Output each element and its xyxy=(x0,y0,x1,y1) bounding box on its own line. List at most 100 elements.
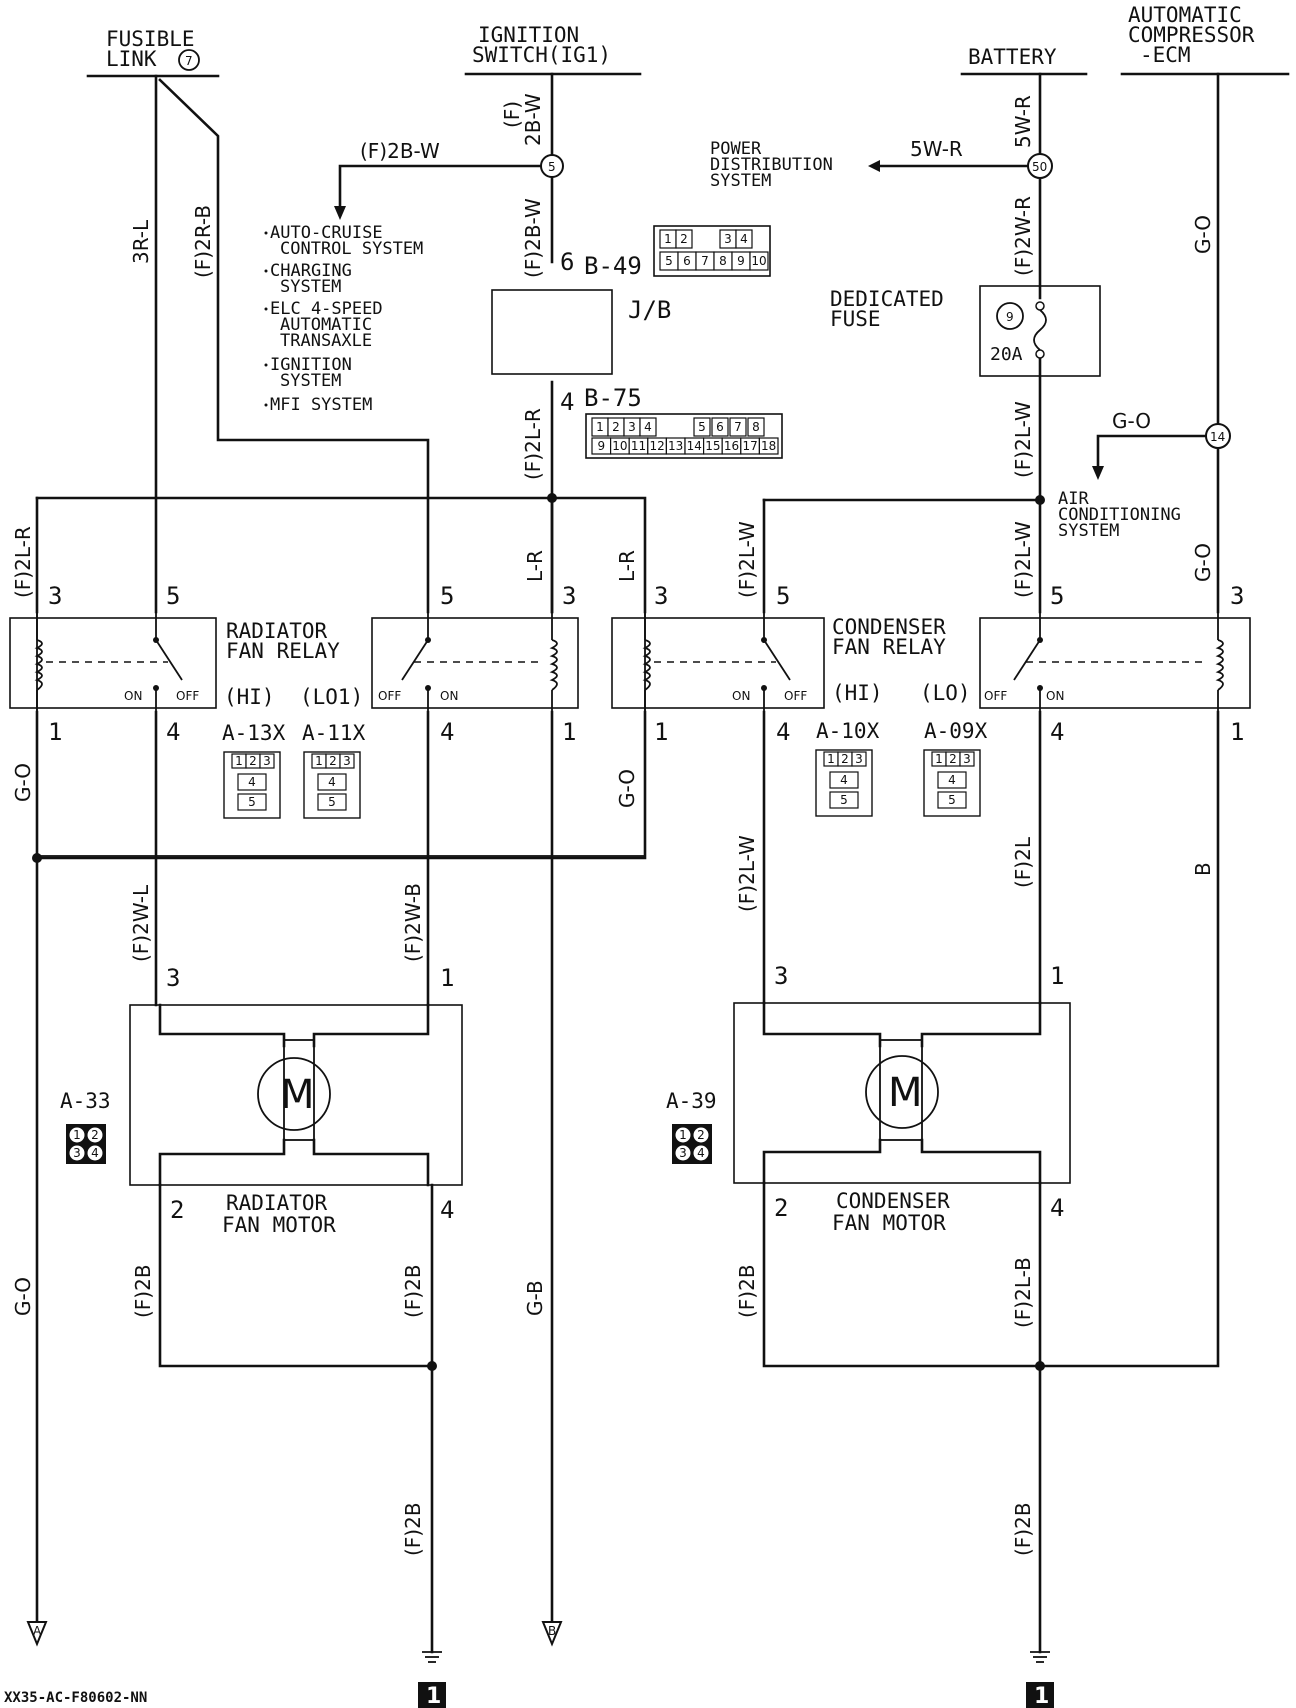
b49-pin-number: 7 xyxy=(701,254,709,268)
relay-conn-pin-cell xyxy=(851,751,867,767)
wire-gb-label: G-B xyxy=(523,1280,547,1316)
relay-conn-pin-cell xyxy=(259,753,275,769)
wire-2lr-left-label: (F)2L-R xyxy=(11,526,35,598)
b75-pin-number: 11 xyxy=(631,439,646,453)
b49-pin-number: 8 xyxy=(719,254,727,268)
rad-lo1-off: OFF xyxy=(378,689,401,703)
relay-conn-pin-number: 3 xyxy=(963,752,971,766)
relay-conn-pin-cell xyxy=(237,793,267,811)
condenser-relay-label-1: CONDENSER xyxy=(832,615,946,639)
jb-pin-top: 6 xyxy=(560,248,574,276)
pin-rad-lo1-1: 1 xyxy=(562,718,576,746)
pin-rad-hi-1: 1 xyxy=(48,718,62,746)
system-item-6: TRANSAXLE xyxy=(280,331,372,351)
motor-conn-pin-number: 4 xyxy=(697,1146,705,1160)
b49-pin-number: 10 xyxy=(751,254,766,268)
battery-header: BATTERY xyxy=(960,45,1088,76)
relay-lo-label: (LO) xyxy=(920,681,971,705)
diagram-code: XX35-AC-F80602-NN xyxy=(4,1690,147,1706)
motor-conn-pin-number: 1 xyxy=(73,1128,81,1142)
motor-conn-pin-number: 1 xyxy=(679,1128,687,1142)
relay-conn-pin-number: 5 xyxy=(248,795,256,809)
relay-conn-pin-cell xyxy=(959,751,975,767)
pin-rad-motor-3: 3 xyxy=(166,964,180,992)
b75-pin-cell xyxy=(729,417,747,437)
offpage-a xyxy=(26,1621,48,1647)
power-dist-line-3: SYSTEM xyxy=(710,171,771,191)
pin-rad-lo1-4: 4 xyxy=(440,718,454,746)
b49-pin-cell xyxy=(675,229,693,249)
conn-a39-label: A-39 xyxy=(666,1089,717,1113)
system-item-9: MFI SYSTEM xyxy=(270,395,372,415)
fuse-number: 9 xyxy=(1006,310,1014,324)
wire-2lw-fuse-label: (F)2L-W xyxy=(1011,401,1035,478)
system-item-2: CHARGING xyxy=(270,261,352,281)
b75-pin-cell xyxy=(693,417,711,437)
radiator-fan-motor-box xyxy=(129,1004,463,1186)
system-item-7: IGNITION xyxy=(270,355,352,375)
relay-hi-label: (HI) xyxy=(224,685,275,709)
power-dist-line-1: POWER xyxy=(710,139,762,159)
wire-b-label: B xyxy=(1191,862,1215,876)
b49-pin-number: 9 xyxy=(737,254,745,268)
rad-lo1-on: ON xyxy=(440,689,458,703)
motor-conn-pin-number: 3 xyxy=(73,1146,81,1160)
conn-b75-label: B-75 xyxy=(584,384,642,412)
condenser-fan-relay-hi xyxy=(611,617,825,709)
ground-left: 1 xyxy=(418,1651,446,1708)
relay-conn-pin-cell xyxy=(829,791,859,809)
ground-right: 1 xyxy=(1026,1651,1054,1708)
relay-conn-pin-cell xyxy=(937,771,967,789)
b75-pin-cell xyxy=(747,417,765,437)
jb-pin-bottom: 4 xyxy=(560,388,574,416)
offpage-b-label: B xyxy=(548,1624,556,1638)
motor-conn-pin xyxy=(675,1127,691,1143)
b75-pin-number: 12 xyxy=(649,439,664,453)
relay-conn-pin-number: 5 xyxy=(840,793,848,807)
pin-cond-lo-1: 1 xyxy=(1230,718,1244,746)
splice-50 xyxy=(1027,153,1053,179)
motor-conn-pin-number: 4 xyxy=(91,1146,99,1160)
pin-cond-hi-4: 4 xyxy=(776,718,790,746)
wire-2bw-branch-label: (F)2B-W xyxy=(360,139,440,163)
b49-pin-number: 1 xyxy=(664,232,672,246)
relay-conn-pin-cell xyxy=(829,771,859,789)
jb-label: J/B xyxy=(628,296,671,324)
offpage-b xyxy=(541,1621,563,1647)
cond-hi-on: ON xyxy=(732,689,750,703)
splice-50-label: 50 xyxy=(1032,160,1047,174)
wire-go-mid-label: G-O xyxy=(615,769,639,808)
wire-go-bottom-label: G-O xyxy=(11,1277,35,1316)
wire-2b-rad-right-label: (F)2B xyxy=(401,1264,425,1318)
wire-2rb-label: (F)2R-B xyxy=(191,205,215,278)
fuse-label-1: DEDICATED xyxy=(830,287,944,311)
wire-2b-rad-left-label: (F)2B xyxy=(131,1264,155,1318)
relay-conn-pin-number: 4 xyxy=(948,773,956,787)
conn-a11x-label: A-11X xyxy=(302,721,366,745)
system-item-0: AUTO-CRUISE xyxy=(270,223,383,243)
relay-conn-pin-number: 4 xyxy=(328,775,336,789)
motor-conn-pin xyxy=(69,1127,85,1143)
cond-lo-on: ON xyxy=(1046,689,1064,703)
condenser-fan-motor-box xyxy=(733,1002,1071,1184)
relay-conn-pin-number: 1 xyxy=(315,754,323,768)
ac-ecm-label-2: COMPRESSOR xyxy=(1128,23,1255,47)
motor-conn-pin xyxy=(69,1145,85,1161)
motor-conn-pin xyxy=(693,1127,709,1143)
radiator-motor-m: M xyxy=(280,1072,315,1118)
splice-5 xyxy=(540,154,564,178)
b75-pin-number: 4 xyxy=(644,420,652,434)
b75-pin-number: 6 xyxy=(716,420,724,434)
wire-2wr-label: (F)2W-R xyxy=(1011,196,1035,276)
pin-cond-motor-2: 2 xyxy=(774,1194,788,1222)
relay-conn-pin-number: 4 xyxy=(840,773,848,787)
relay-conn-pin-number: 5 xyxy=(948,793,956,807)
relay-lo1-label: (LO1) xyxy=(300,685,363,709)
wire-lr-mid-label: L-R xyxy=(523,550,547,582)
wire-5wr-top-label: 5W-R xyxy=(1011,95,1035,148)
wire-2lb-label: (F)2L-B xyxy=(1011,1257,1035,1328)
radiator-fan-relay-hi xyxy=(9,617,217,709)
relay-conn-pin-cell xyxy=(317,773,347,791)
